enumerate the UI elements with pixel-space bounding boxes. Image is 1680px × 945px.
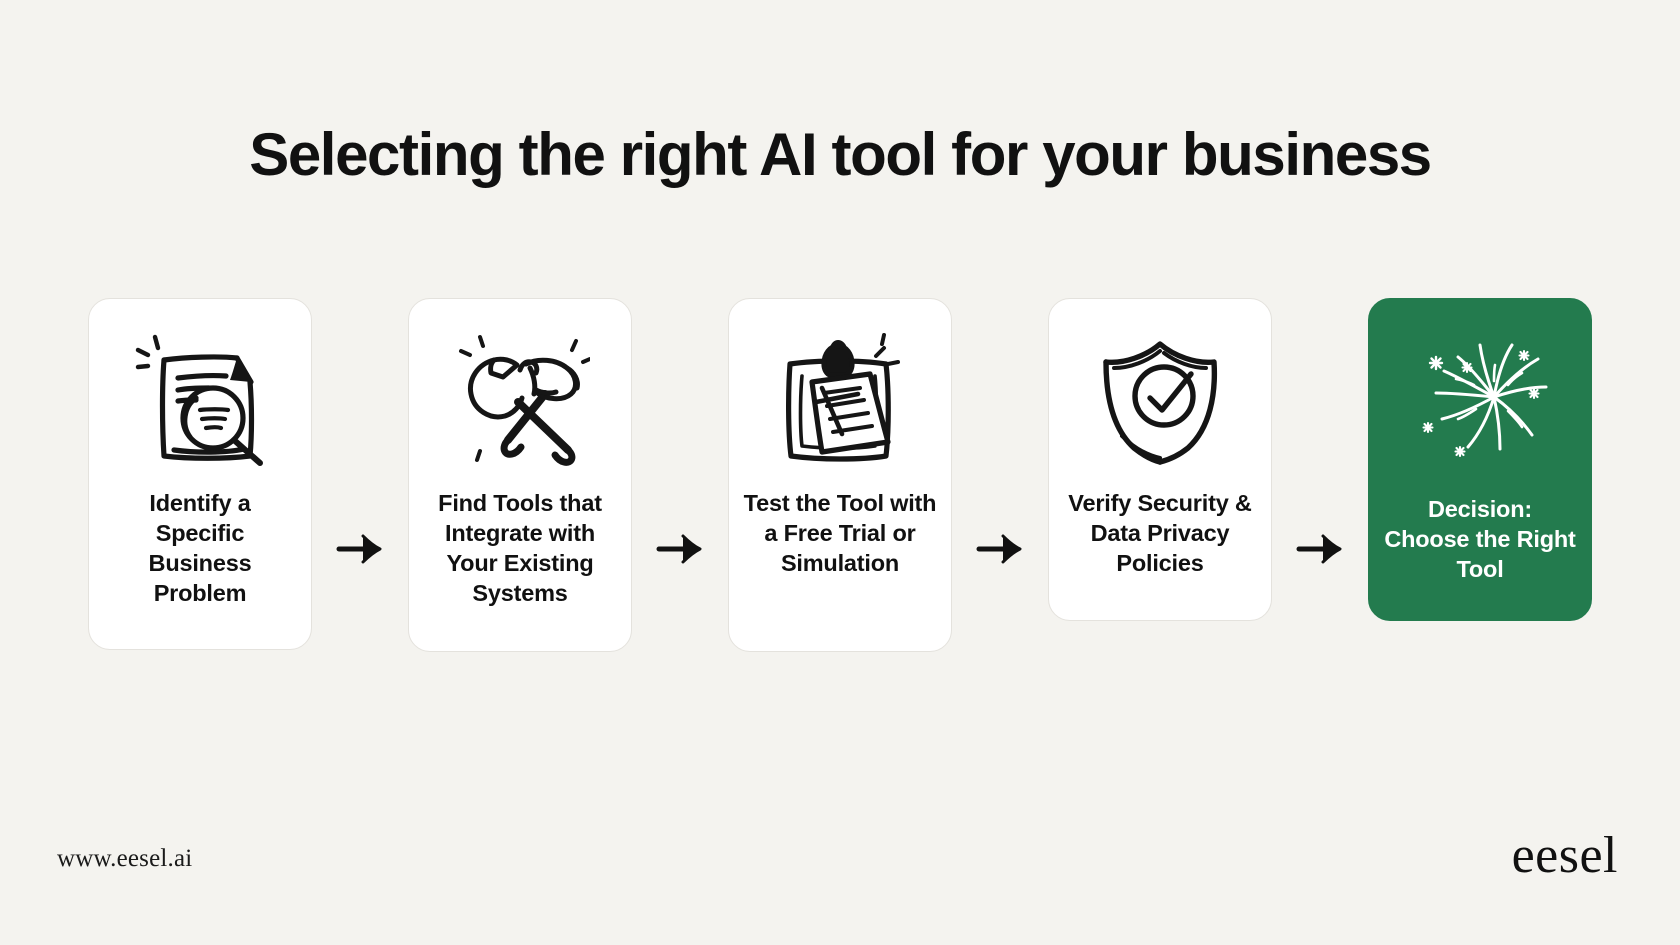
- eesel-logo: eesel: [1511, 827, 1618, 884]
- flow-arrow-1: [312, 298, 408, 650]
- flow-step-card-5[interactable]: Decision: Choose the Right Tool: [1368, 298, 1592, 621]
- flow-step-label-1: Identify a Specific Business Problem: [148, 490, 252, 606]
- flow-arrow-3: [952, 298, 1048, 650]
- footer-website-url[interactable]: www.eesel.ai: [57, 845, 193, 872]
- flow-step-card-4[interactable]: Verify Security & Data Privacy Policies: [1048, 298, 1272, 621]
- wrench-hammer-icon: [450, 325, 590, 475]
- flow-step-card-1[interactable]: Identify a Specific Business Problem: [88, 298, 312, 650]
- clipboard-checklist-icon: [772, 325, 908, 475]
- flow-arrow-2: [632, 298, 728, 650]
- flow-step-card-2[interactable]: Find Tools that Integrate with Your Exis…: [408, 298, 632, 652]
- firework-burst-icon: [1410, 325, 1550, 475]
- process-flow: Identify a Specific Business Problem: [88, 298, 1592, 653]
- flow-step-label-2: Find Tools that Integrate with Your Exis…: [438, 490, 602, 606]
- flow-step-card-3[interactable]: Test the Tool with a Free Trial or Simul…: [728, 298, 952, 652]
- flow-step-label-3: Test the Tool with a Free Trial or Simul…: [743, 490, 937, 576]
- flow-step-label-5: Decision: Choose the Right Tool: [1384, 496, 1576, 582]
- flow-step-label-4: Verify Security & Data Privacy Policies: [1068, 490, 1252, 576]
- shield-check-icon: [1092, 325, 1228, 475]
- page-title: Selecting the right AI tool for your bus…: [249, 121, 1432, 188]
- flow-arrow-4: [1272, 298, 1368, 650]
- document-magnifier-icon: [134, 325, 266, 475]
